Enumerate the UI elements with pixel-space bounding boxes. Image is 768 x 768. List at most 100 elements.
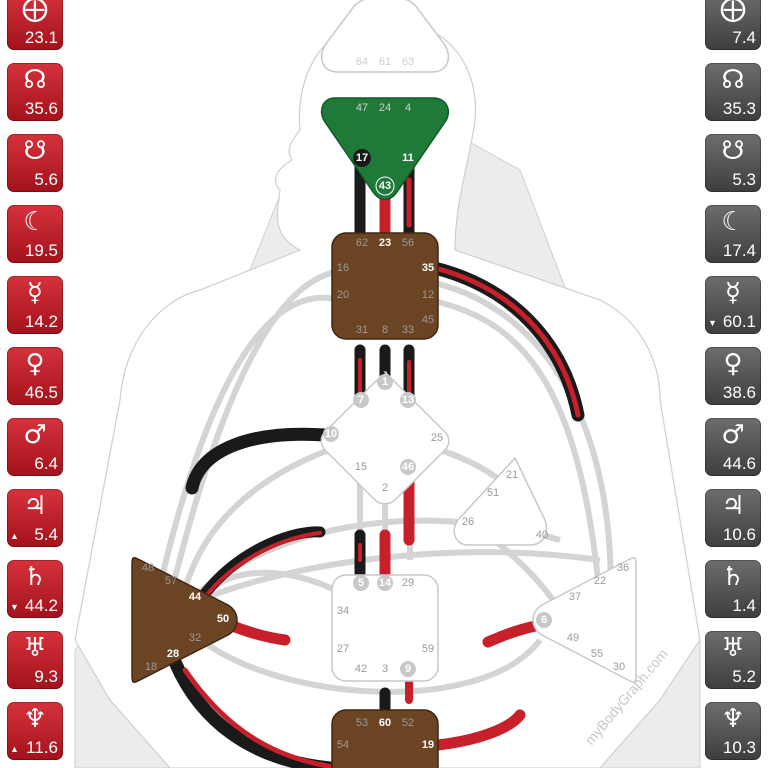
planet-tile[interactable]: ♃▲5.4 [7, 489, 63, 547]
planet-value: 19.5 [24, 241, 58, 260]
planet-tile[interactable]: ♀38.6 [705, 347, 761, 405]
planet-tile[interactable]: ♃10.6 [705, 489, 761, 547]
planet-value: 6.4 [34, 454, 58, 473]
planet-value: 5.6 [34, 170, 58, 189]
saturn-icon: ♄ [721, 562, 745, 592]
throat-center[interactable] [331, 232, 439, 340]
channel-28-38 [168, 655, 337, 768]
planet-value: 35.6 [24, 99, 58, 118]
planet-tile[interactable]: ☾19.5 [7, 205, 63, 263]
root-center[interactable] [331, 709, 439, 768]
planet-tile[interactable]: ♂6.4 [7, 418, 63, 476]
heart-center[interactable] [453, 456, 548, 546]
planet-value: 35.3 [722, 99, 756, 118]
gate-label: 57 [165, 575, 177, 587]
uranus-icon: ♅ [23, 633, 47, 663]
retrograde-arrow: ▼ [10, 602, 19, 612]
gate-label: 3 [382, 663, 388, 675]
planet-tile[interactable]: ♅9.3 [7, 631, 63, 689]
planet-tile[interactable]: ☿ ▼ 60.1 [705, 276, 761, 334]
gate-label: 56 [402, 237, 414, 249]
gate-label: 61 [379, 56, 391, 68]
planet-tile[interactable]: ☊ 35.6 [7, 63, 63, 121]
planet-tile[interactable]: ⨁7.4 [705, 0, 761, 50]
channel-10-20 [185, 427, 332, 495]
planet-value: 23.1 [24, 28, 58, 47]
planet-tile[interactable]: ♅ 5.2 [705, 631, 761, 689]
gate-label: 24 [379, 102, 391, 114]
gate-label: 40 [536, 529, 548, 541]
gate-label: 50 [217, 613, 229, 625]
planet-value: 10.3 [722, 738, 756, 757]
gate-label: 47 [356, 102, 368, 114]
planet-value: 5.2 [732, 667, 756, 686]
retrograde-arrow: ▼ [708, 318, 717, 328]
gate-label: 36 [617, 562, 629, 574]
gate-label: 42 [355, 663, 367, 675]
jupiter-icon: ♃ [721, 491, 745, 521]
gate-label: 64 [356, 56, 368, 68]
gate-label: 55 [591, 648, 603, 660]
planet-tile[interactable]: ♄ ▼ 44.2 [7, 560, 63, 618]
moon-icon: ☾ [721, 207, 745, 237]
ajna-center[interactable] [320, 97, 449, 201]
gate-highlights [323, 149, 552, 677]
gate-label: 30 [613, 661, 625, 673]
gate-label: 15 [355, 461, 367, 473]
planet-value: 17.4 [722, 241, 756, 260]
gate-label: 20 [337, 289, 349, 301]
planet-tile[interactable]: ☿ 14.2 [7, 276, 63, 334]
planet-tile[interactable]: ♆▲11.6 [7, 702, 63, 760]
planet-value: 44.2 [24, 596, 58, 615]
node-icon: ☊ [23, 65, 47, 95]
gate-label: 32 [189, 632, 201, 644]
defined-channels [168, 159, 585, 768]
gate-label: 1 [382, 376, 388, 388]
planet-tile[interactable]: ♄1.4 [705, 560, 761, 618]
planet-value: 11.6 [26, 738, 58, 757]
gate-label: 25 [431, 432, 443, 444]
gate-label: 5 [358, 577, 364, 589]
gate-label: 14 [379, 577, 392, 589]
gate-label: 4 [405, 102, 411, 114]
spleen-center[interactable] [131, 556, 238, 684]
planet-tile[interactable]: ♀46.5 [7, 347, 63, 405]
planet-tile[interactable]: ☋5.3 [705, 134, 761, 192]
uranus-icon: ♅ [721, 633, 745, 663]
gate-label: 34 [337, 605, 349, 617]
gate-label: 54 [337, 739, 349, 751]
gate-label: 12 [422, 289, 434, 301]
planet-value: 14.2 [24, 312, 58, 331]
planet-value: 44.6 [722, 454, 756, 473]
gate-label: 27 [337, 643, 349, 655]
planet-tile[interactable]: ♆ 10.3 [705, 702, 761, 760]
head-center[interactable] [321, 0, 449, 73]
planet-tile[interactable]: ☋ 5.6 [7, 134, 63, 192]
planet-tile[interactable]: ♂44.6 [705, 418, 761, 476]
gate-label: 23 [379, 237, 391, 249]
saturn-icon: ♄ [23, 562, 47, 592]
planet-tile[interactable]: ☊ 35.3 [705, 63, 761, 121]
neptune-icon: ♆ [721, 704, 745, 734]
planet-tile[interactable]: ☾ 17.4 [705, 205, 761, 263]
mercury-icon: ☿ [725, 278, 741, 308]
gate-label: 13 [402, 394, 414, 406]
planet-tile[interactable]: ⨁23.1 [7, 0, 63, 50]
planet-value: 5.3 [732, 170, 756, 189]
mercury-icon: ☿ [27, 278, 43, 308]
gate-label: 43 [379, 180, 391, 192]
planet-value: 60.1 [722, 312, 756, 331]
gate-label: 26 [462, 516, 474, 528]
solar-plexus-center[interactable] [532, 556, 637, 684]
gate-label: 8 [382, 324, 388, 336]
gate-label: 51 [487, 487, 499, 499]
jupiter-icon: ♃ [23, 491, 47, 521]
gate-label: 59 [422, 643, 434, 655]
planet-value: 7.4 [732, 28, 756, 47]
gate-labels: 64 61 63 47 24 4 17 11 43 62 23 56 16 35… [142, 56, 629, 751]
s-node-icon: ☋ [23, 136, 47, 166]
node-icon: ☊ [721, 65, 745, 95]
gate-label: 16 [337, 262, 349, 274]
gate-label: 18 [145, 661, 157, 673]
